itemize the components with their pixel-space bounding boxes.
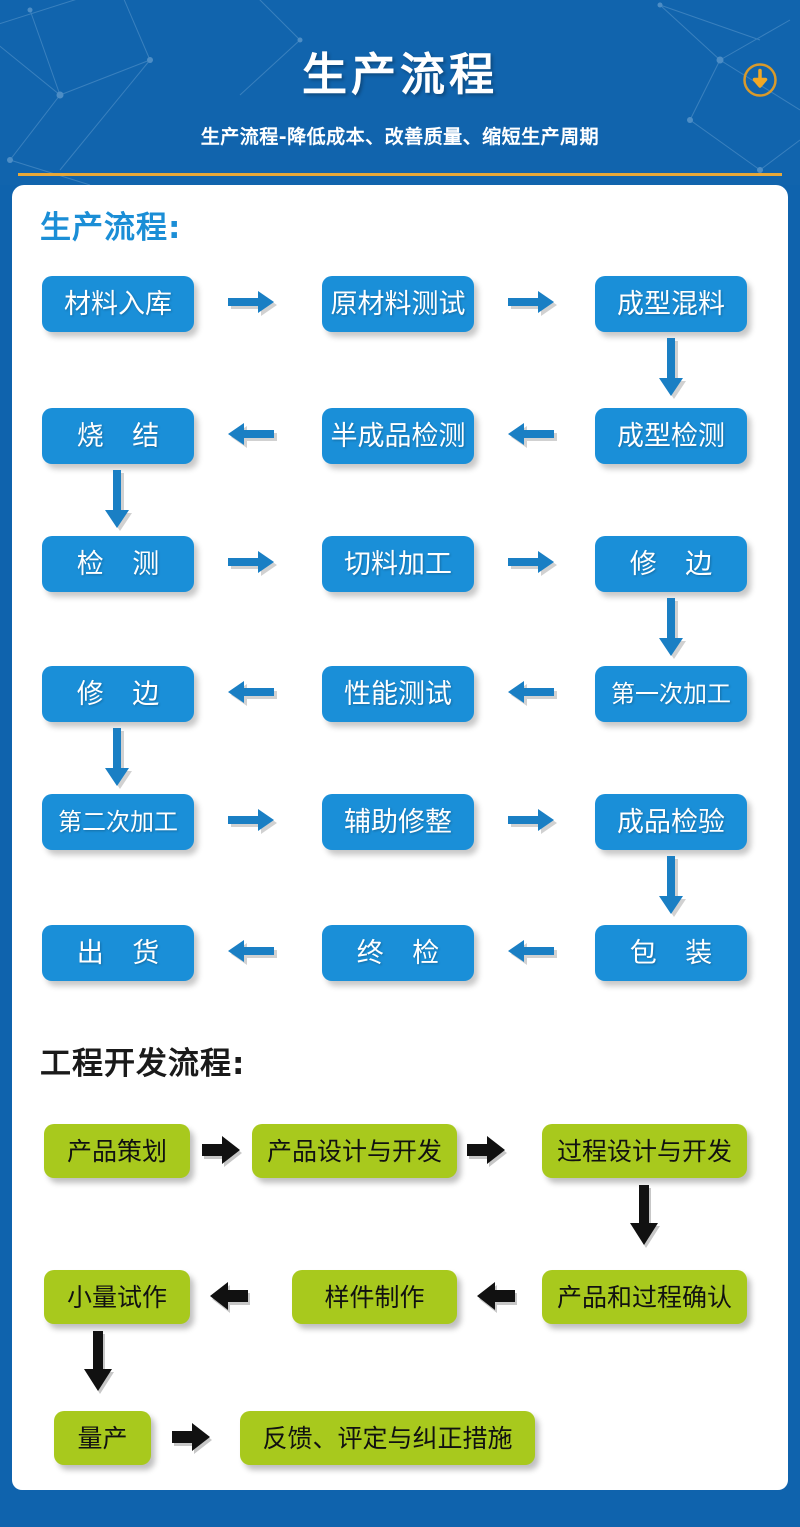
page-title: 生产流程	[301, 48, 498, 101]
flow-box[interactable]: 半成品检测	[322, 408, 474, 464]
flow-box[interactable]: 修 边	[42, 666, 194, 722]
arrow-down-icon	[656, 338, 690, 404]
arrow-right-icon	[508, 289, 568, 319]
header-divider	[18, 173, 782, 176]
flow-box[interactable]: 第二次加工	[42, 794, 194, 850]
arrow-right-icon	[228, 549, 288, 579]
download-circle-icon[interactable]	[742, 62, 778, 98]
arrow-left-icon	[477, 1281, 525, 1313]
arrow-right-icon	[508, 549, 568, 579]
section-heading-engineering: 工程开发流程:	[40, 1046, 246, 1082]
flow-box[interactable]: 样件制作	[292, 1270, 457, 1324]
arrow-down-icon	[656, 598, 690, 664]
page-header: 生产流程 生产流程-降低成本、改善质量、缩短生产周期	[0, 0, 800, 185]
flow-box[interactable]: 性能测试	[322, 666, 474, 722]
flow-box[interactable]: 反馈、评定与纠正措施	[240, 1411, 535, 1465]
flow-box[interactable]: 成品检验	[595, 794, 747, 850]
arrow-right-icon	[228, 289, 288, 319]
flow-box[interactable]: 原材料测试	[322, 276, 474, 332]
arrow-down-icon	[82, 1331, 118, 1399]
flow-box[interactable]: 第一次加工	[595, 666, 747, 722]
flow-box[interactable]: 材料入库	[42, 276, 194, 332]
flow-box[interactable]: 检 测	[42, 536, 194, 592]
flow-box[interactable]: 过程设计与开发	[542, 1124, 747, 1178]
flow-box[interactable]: 烧 结	[42, 408, 194, 464]
flow-box[interactable]: 小量试作	[44, 1270, 190, 1324]
arrow-right-icon	[467, 1135, 515, 1167]
network-pattern-icon	[0, 0, 800, 185]
arrow-down-icon	[628, 1185, 664, 1253]
flow-box[interactable]: 产品策划	[44, 1124, 190, 1178]
arrow-down-icon	[102, 728, 136, 794]
arrow-right-icon	[228, 807, 288, 837]
arrow-left-icon	[228, 679, 288, 709]
flow-box[interactable]: 出 货	[42, 925, 194, 981]
flow-box[interactable]: 量产	[54, 1411, 151, 1465]
arrow-left-icon	[508, 679, 568, 709]
page-subtitle: 生产流程-降低成本、改善质量、缩短生产周期	[200, 126, 600, 148]
flow-box[interactable]: 成型混料	[595, 276, 747, 332]
flow-box[interactable]: 切料加工	[322, 536, 474, 592]
arrow-down-icon	[102, 470, 136, 536]
flow-box[interactable]: 产品和过程确认	[542, 1270, 747, 1324]
arrow-left-icon	[508, 938, 568, 968]
arrow-right-icon	[202, 1135, 250, 1167]
flow-box[interactable]: 包 装	[595, 925, 747, 981]
flow-box[interactable]: 产品设计与开发	[252, 1124, 457, 1178]
arrow-right-icon	[508, 807, 568, 837]
arrow-left-icon	[508, 421, 568, 451]
arrow-right-icon	[172, 1422, 220, 1454]
arrow-left-icon	[210, 1281, 258, 1313]
flow-box[interactable]: 修 边	[595, 536, 747, 592]
section-heading-production: 生产流程:	[40, 210, 182, 246]
flow-box[interactable]: 终 检	[322, 925, 474, 981]
flow-box[interactable]: 成型检测	[595, 408, 747, 464]
content-card: 生产流程: 材料入库 原材料测试 成型混料 烧 结	[12, 185, 788, 1490]
flow-box[interactable]: 辅助修整	[322, 794, 474, 850]
arrow-down-icon	[656, 856, 690, 922]
arrow-left-icon	[228, 421, 288, 451]
arrow-left-icon	[228, 938, 288, 968]
